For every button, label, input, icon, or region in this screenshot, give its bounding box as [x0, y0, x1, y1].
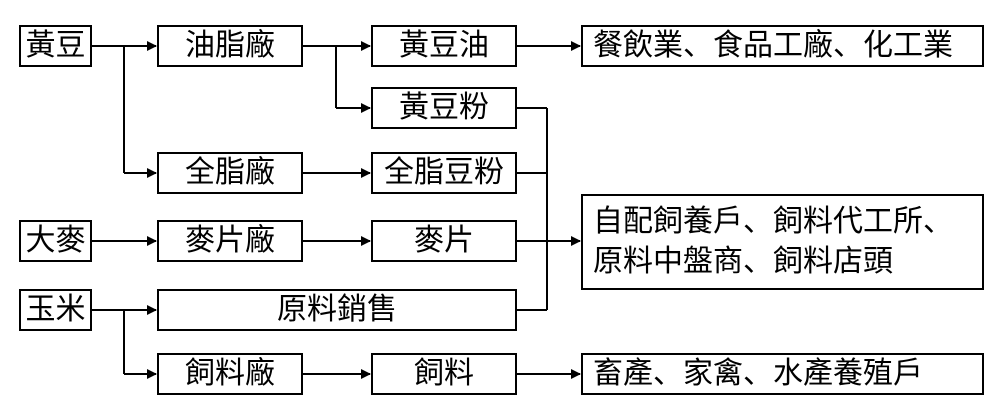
node-feed-buyers: 自配飼養戶、飼料代工所、 原料中盤商、飼料店頭 [581, 194, 984, 290]
node-oil-factory: 油脂廠 [157, 25, 303, 67]
node-full-fat-factory: 全脂廠 [157, 152, 303, 194]
node-feed-buyers-line2: 原料中盤商、飼料店頭 [593, 244, 893, 279]
node-livestock-farmers: 畜產、家禽、水產養殖戶 [581, 353, 984, 395]
node-feed-factory-label: 飼料廠 [185, 356, 275, 391]
node-flakes: 麥片 [371, 220, 517, 262]
node-feed-factory: 飼料廠 [157, 353, 303, 395]
node-oil-consumers-label: 餐飲業、食品工廠、化工業 [593, 28, 953, 63]
node-raw-material-sales-label: 原料銷售 [277, 292, 397, 327]
node-feed-buyers-line1: 自配飼養戶、飼料代工所、 [593, 204, 953, 239]
node-soybean-meal-label: 黃豆粉 [399, 90, 489, 125]
node-feed-label: 飼料 [414, 356, 474, 391]
node-soybean-label: 黃豆 [25, 28, 86, 63]
node-full-fat-meal-label: 全脂豆粉 [384, 155, 504, 190]
node-corn-label: 玉米 [25, 292, 86, 327]
node-full-fat-meal: 全脂豆粉 [371, 152, 517, 194]
node-flake-factory: 麥片廠 [157, 220, 303, 262]
node-soybean: 黃豆 [19, 25, 92, 67]
node-barley: 大麥 [19, 220, 92, 262]
node-feed: 飼料 [371, 353, 517, 395]
node-soybean-oil: 黃豆油 [371, 25, 517, 67]
node-corn: 玉米 [19, 289, 92, 331]
node-soybean-oil-label: 黃豆油 [399, 28, 489, 63]
node-oil-factory-label: 油脂廠 [185, 28, 275, 63]
node-flakes-label: 麥片 [414, 223, 474, 258]
node-barley-label: 大麥 [25, 223, 86, 258]
node-raw-material-sales: 原料銷售 [157, 289, 517, 331]
node-flake-factory-label: 麥片廠 [185, 223, 275, 258]
node-soybean-meal: 黃豆粉 [371, 87, 517, 129]
node-livestock-farmers-label: 畜產、家禽、水產養殖戶 [593, 356, 923, 391]
node-oil-consumers: 餐飲業、食品工廠、化工業 [581, 25, 984, 67]
node-full-fat-factory-label: 全脂廠 [185, 155, 275, 190]
